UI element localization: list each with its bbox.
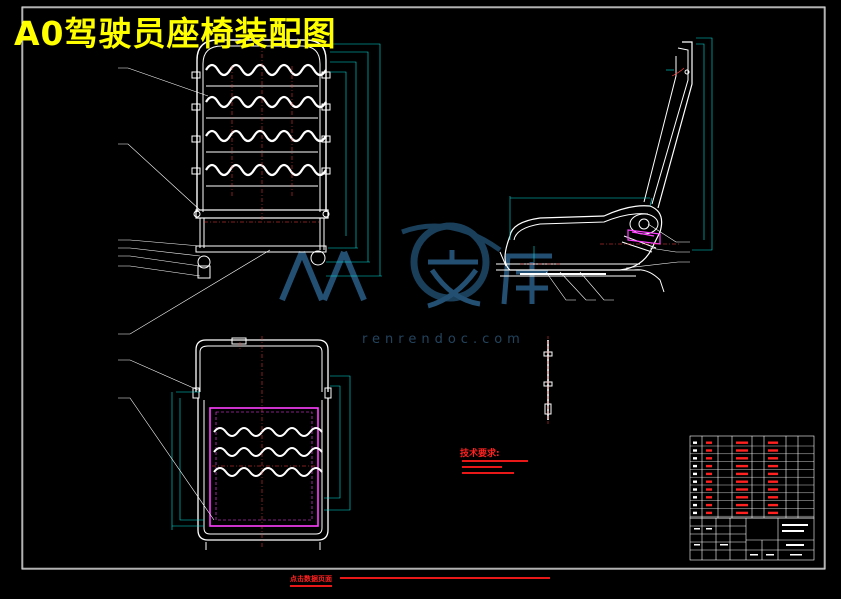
parts-row-number bbox=[693, 457, 697, 460]
parts-row-entry bbox=[706, 449, 712, 452]
parts-row-entry bbox=[736, 503, 748, 507]
parts-row-entry bbox=[736, 480, 748, 483]
watermark-text: renrendoc.com bbox=[362, 332, 525, 347]
footer-note-line bbox=[290, 585, 332, 587]
parts-row-entry bbox=[706, 464, 712, 468]
parts-row-entry bbox=[768, 503, 778, 507]
parts-list-rows bbox=[690, 441, 814, 517]
front-view-springs bbox=[205, 63, 327, 187]
parts-row-entry bbox=[736, 457, 748, 460]
front-view-leaders bbox=[118, 67, 271, 335]
parts-row-entry bbox=[736, 472, 748, 476]
parts-row-entry bbox=[706, 457, 712, 460]
parts-row-entry bbox=[768, 496, 778, 499]
spring-wire bbox=[213, 467, 323, 477]
footer-note: 点击数据页面 bbox=[290, 574, 332, 584]
parts-row-number bbox=[693, 496, 697, 499]
parts-row-entry bbox=[768, 480, 778, 483]
drawing-title: A0驾驶员座椅装配图 bbox=[14, 14, 337, 53]
parts-row-entry bbox=[736, 511, 748, 515]
parts-row-number bbox=[693, 441, 697, 444]
front-view-dimensions bbox=[326, 43, 382, 277]
top-view-centerlines bbox=[212, 336, 316, 548]
footer-note-line bbox=[340, 577, 550, 579]
parts-row-entry bbox=[736, 488, 748, 491]
parts-row-entry bbox=[768, 441, 778, 444]
side-view-centerlines bbox=[520, 67, 685, 265]
spring-wire bbox=[205, 129, 327, 143]
parts-row-entry bbox=[706, 496, 712, 499]
spring-wire bbox=[213, 427, 323, 437]
technical-requirement-line bbox=[462, 460, 528, 462]
parts-row-entry bbox=[736, 449, 748, 452]
parts-row-number bbox=[693, 480, 697, 483]
parts-row-number bbox=[693, 488, 697, 491]
technical-requirement-line bbox=[462, 466, 502, 468]
parts-row-entry bbox=[768, 464, 778, 468]
drawing-frame-inner bbox=[22, 7, 825, 569]
watermark bbox=[279, 222, 552, 309]
parts-row-number bbox=[693, 511, 697, 515]
top-view-dimensions bbox=[171, 375, 351, 530]
parts-row-entry bbox=[706, 472, 712, 476]
front-view-seat-back bbox=[191, 39, 331, 279]
parts-row-entry bbox=[706, 503, 712, 507]
parts-row-entry bbox=[768, 457, 778, 460]
footer-note-prefix: 点击数据页面 bbox=[290, 575, 332, 583]
parts-row-number bbox=[693, 472, 697, 476]
spring-wire bbox=[205, 63, 327, 77]
top-view-springs bbox=[213, 427, 323, 477]
top-view-leaders bbox=[118, 359, 215, 521]
parts-row-entry bbox=[706, 441, 712, 444]
technical-requirement-line bbox=[462, 472, 514, 474]
spring-wire bbox=[205, 95, 327, 109]
parts-row-entry bbox=[768, 511, 778, 515]
parts-row-entry bbox=[706, 488, 712, 491]
title-block-marks bbox=[694, 524, 808, 556]
parts-row-entry bbox=[768, 449, 778, 452]
parts-row-entry bbox=[768, 488, 778, 491]
side-view-leaders bbox=[545, 223, 690, 301]
parts-row-entry bbox=[768, 472, 778, 476]
parts-row-number bbox=[693, 464, 697, 468]
drawing-frame bbox=[21, 6, 826, 570]
side-view-dimensions bbox=[509, 37, 713, 262]
spring-wire bbox=[213, 447, 323, 457]
parts-row-entry bbox=[736, 496, 748, 499]
parts-row-entry bbox=[736, 441, 748, 444]
title-block bbox=[689, 517, 815, 561]
parts-row-number bbox=[693, 503, 697, 507]
parts-row-entry bbox=[706, 480, 712, 483]
parts-row-number bbox=[693, 449, 697, 452]
parts-row-entry bbox=[706, 511, 712, 515]
spring-wire bbox=[205, 163, 327, 177]
front-view-centerlines bbox=[204, 36, 320, 223]
parts-row-entry bbox=[736, 464, 748, 468]
technical-requirements-heading: 技术要求: bbox=[460, 449, 500, 459]
